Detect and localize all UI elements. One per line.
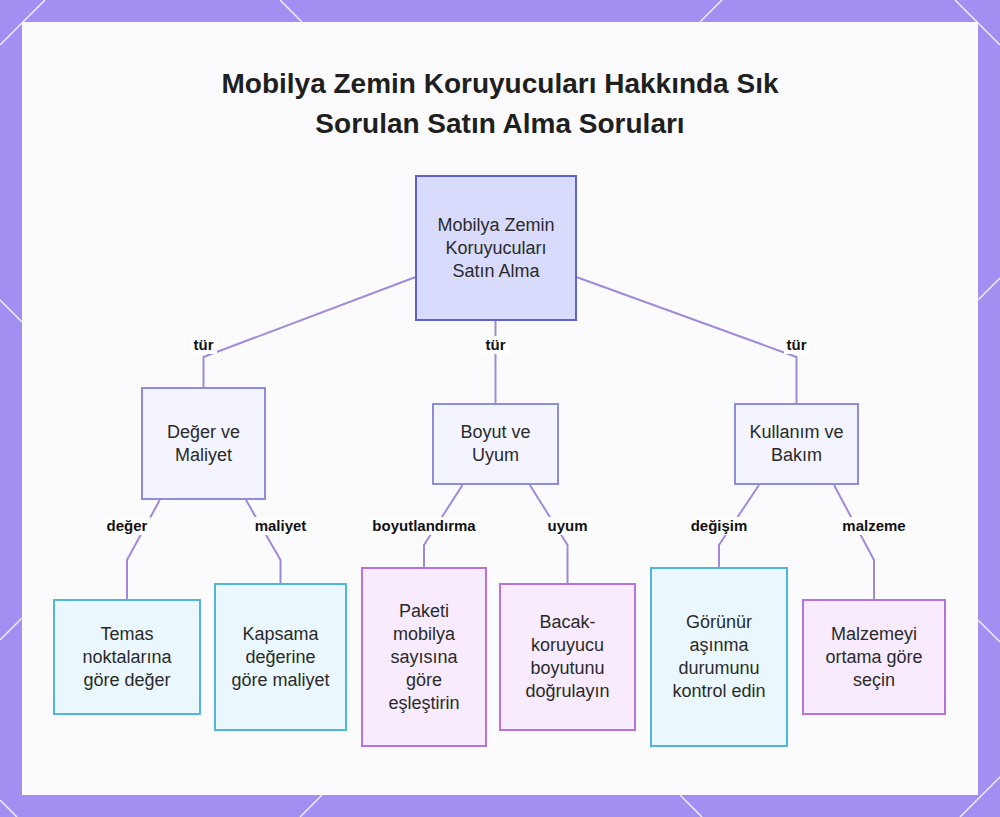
edge-label: tür: [483, 336, 509, 354]
edge-label: tür: [784, 336, 810, 354]
connector-line: [834, 485, 874, 599]
edge-label: boyutlandırma: [369, 517, 478, 535]
topic-box: Kullanım ve Bakım: [734, 403, 859, 485]
content-panel: [22, 22, 978, 795]
topic-box: Temas noktalarına göre değer: [53, 599, 201, 715]
topic-box: Paketi mobilya sayısına göre eşleştirin: [361, 567, 487, 747]
box-label: Kullanım ve Bakım: [748, 421, 845, 467]
box-label: Malzemeyi ortama göre seçin: [818, 623, 930, 692]
connector-line: [495, 321, 497, 403]
connector-line: [127, 500, 160, 599]
edge-label: değer: [104, 517, 151, 535]
edge-label: maliyet: [252, 517, 310, 535]
root-box: Mobilya Zemin Koruyucuları Satın Alma: [415, 175, 577, 321]
topic-box: Değer ve Maliyet: [141, 387, 266, 500]
box-label: Paketi mobilya sayısına göre eşleştirin: [373, 600, 475, 715]
topic-box: Malzemeyi ortama göre seçin: [802, 599, 946, 715]
box-label: Görünür aşınma durumunu kontrol edin: [666, 611, 772, 703]
edge-label: tür: [191, 336, 217, 354]
box-label: Bacak- koruyucu boyutunu doğrulayın: [515, 611, 620, 703]
box-label: Boyut ve Uyum: [446, 421, 545, 467]
box-label: Mobilya Zemin Koruyucuları Satın Alma: [437, 214, 555, 283]
box-label: Kapsama değerine göre maliyet: [230, 623, 331, 692]
connector-line: [204, 277, 416, 387]
topic-box: Kapsama değerine göre maliyet: [214, 583, 347, 731]
edge-label: değişim: [688, 517, 751, 535]
topic-box: Görünür aşınma durumunu kontrol edin: [650, 567, 788, 747]
topic-box: Bacak- koruyucu boyutunu doğrulayın: [499, 583, 636, 731]
diagram-title: Mobilya Zemin Koruyucuları Hakkında Sık …: [205, 64, 795, 144]
edge-label: uyum: [544, 517, 590, 535]
connector-line: [246, 500, 281, 583]
box-label: Temas noktalarına göre değer: [67, 623, 187, 692]
edge-label: malzeme: [839, 517, 908, 535]
topic-box: Boyut ve Uyum: [432, 403, 559, 485]
box-label: Değer ve Maliyet: [155, 421, 252, 467]
connector-line: [577, 277, 797, 403]
